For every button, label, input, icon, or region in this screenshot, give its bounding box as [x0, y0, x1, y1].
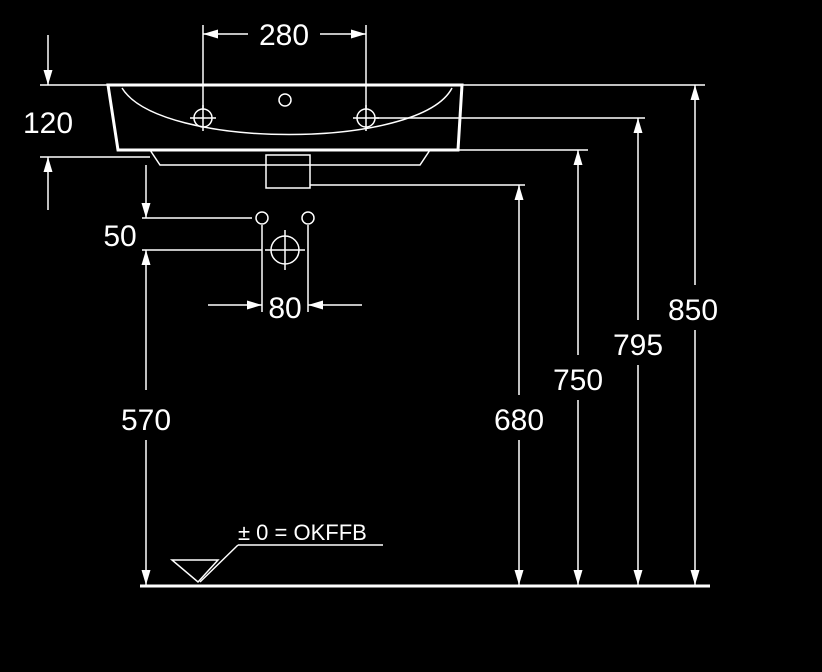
label-795: 795: [613, 329, 663, 362]
dimension-750: 750: [420, 149, 603, 585]
label-120: 120: [23, 107, 73, 140]
label-570: 570: [121, 404, 171, 437]
floor-reference-label: ± 0 = OKFFB: [238, 520, 367, 545]
dimension-795: 795: [375, 117, 663, 585]
dimension-120: 120: [23, 35, 150, 210]
dimension-680: 680: [310, 184, 544, 585]
label-850: 850: [668, 294, 718, 327]
label-680: 680: [494, 404, 544, 437]
supply-connections: [255, 211, 315, 312]
label-280: 280: [259, 19, 309, 52]
label-750: 750: [553, 364, 603, 397]
basin: [106, 83, 464, 189]
dimension-850: 850: [462, 84, 718, 585]
label-50: 50: [103, 220, 136, 253]
dimension-50: 50: [103, 165, 262, 253]
label-80: 80: [268, 292, 301, 325]
dimension-280: 280: [202, 19, 367, 110]
dimension-80: 80: [208, 292, 362, 325]
dimension-570: 570: [121, 250, 171, 585]
floor-reference: ± 0 = OKFFB: [140, 520, 710, 588]
